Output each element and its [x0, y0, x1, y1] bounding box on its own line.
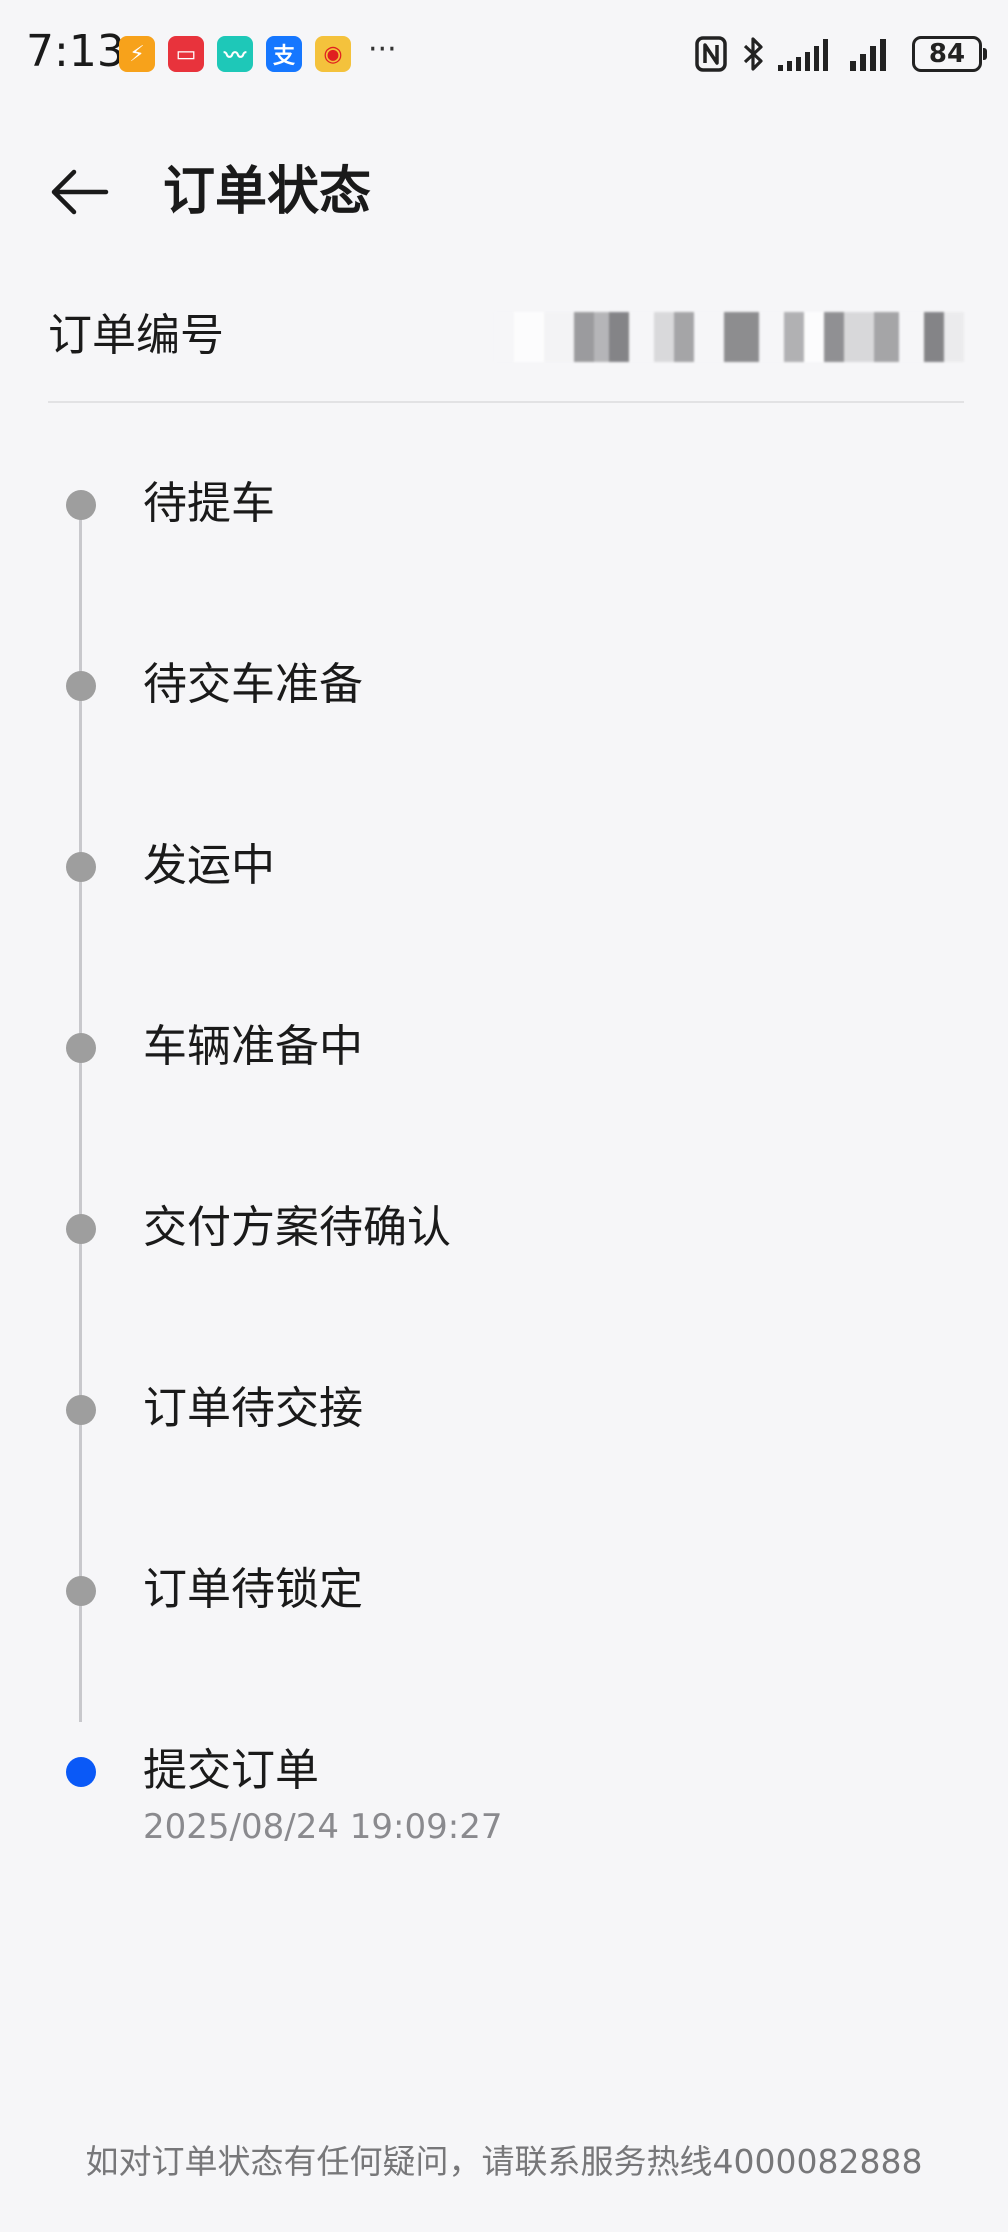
nfc-icon	[695, 36, 727, 72]
health-app-icon: 〰	[217, 36, 253, 72]
system-status-icons: 84	[694, 30, 987, 78]
status-bar: 7:13 ⚡ ▭ 〰 支 ◉ ···	[0, 0, 1008, 108]
timeline-step: 订单待锁定	[0, 1546, 1008, 1666]
battery-icon: 84	[912, 36, 987, 72]
step-label: 订单待锁定	[143, 1564, 363, 1615]
order-number-value-redacted	[494, 312, 964, 362]
step-timestamp: 2025/08/24 19:09:27	[143, 1807, 503, 1847]
signal-strength-icon-2	[850, 39, 886, 71]
back-arrow-icon	[51, 169, 109, 215]
timeline-line	[79, 504, 82, 1722]
bluetooth-icon	[743, 37, 763, 71]
service-hotline-note: 如对订单状态有任何疑问，请联系服务热线4000082888	[85, 2142, 923, 2181]
taobao-flash-icon: ⚡	[119, 36, 155, 72]
timeline-step-current: 提交订单 2025/08/24 19:09:27	[0, 1727, 1008, 1877]
step-label: 待提车	[143, 478, 275, 529]
battery-level: 84	[928, 39, 966, 69]
step-dot-inactive	[66, 490, 96, 520]
order-number-row: 订单编号	[48, 298, 964, 370]
step-dot-inactive	[66, 1033, 96, 1063]
step-dot-inactive	[66, 1576, 96, 1606]
order-number-label: 订单编号	[48, 310, 224, 361]
step-dot-inactive	[66, 1214, 96, 1244]
divider	[48, 401, 964, 403]
step-label: 提交订单	[143, 1745, 319, 1796]
app-header: 订单状态	[0, 140, 1008, 240]
step-dot-inactive	[66, 852, 96, 882]
step-dot-inactive	[66, 1395, 96, 1425]
more-notifications-icon: ···	[368, 32, 397, 67]
step-label: 交付方案待确认	[143, 1202, 451, 1253]
timeline-step: 车辆准备中	[0, 1003, 1008, 1123]
step-label: 车辆准备中	[143, 1021, 363, 1072]
huawei-store-icon: ▭	[168, 36, 204, 72]
step-label: 发运中	[143, 840, 275, 891]
weibo-icon: ◉	[315, 36, 351, 72]
timeline-step: 交付方案待确认	[0, 1184, 1008, 1304]
order-status-timeline: 待提车 待交车准备 发运中 车辆准备中 交付方案待确认 订单待交接 订单待锁定 …	[0, 460, 1008, 1880]
timeline-step: 发运中	[0, 822, 1008, 942]
status-time: 7:13	[26, 26, 125, 77]
timeline-step: 待交车准备	[0, 641, 1008, 761]
step-dot-active	[66, 1757, 96, 1787]
step-dot-inactive	[66, 671, 96, 701]
back-button[interactable]	[48, 160, 112, 224]
timeline-step: 订单待交接	[0, 1365, 1008, 1485]
step-label: 待交车准备	[143, 659, 363, 710]
notification-app-icons: ⚡ ▭ 〰 支 ◉ ···	[119, 32, 397, 72]
signal-strength-icon-1	[778, 39, 828, 71]
page-title: 订单状态	[163, 162, 372, 222]
step-label: 订单待交接	[143, 1383, 363, 1434]
timeline-step: 待提车	[0, 460, 1008, 580]
alipay-icon: 支	[266, 36, 302, 72]
